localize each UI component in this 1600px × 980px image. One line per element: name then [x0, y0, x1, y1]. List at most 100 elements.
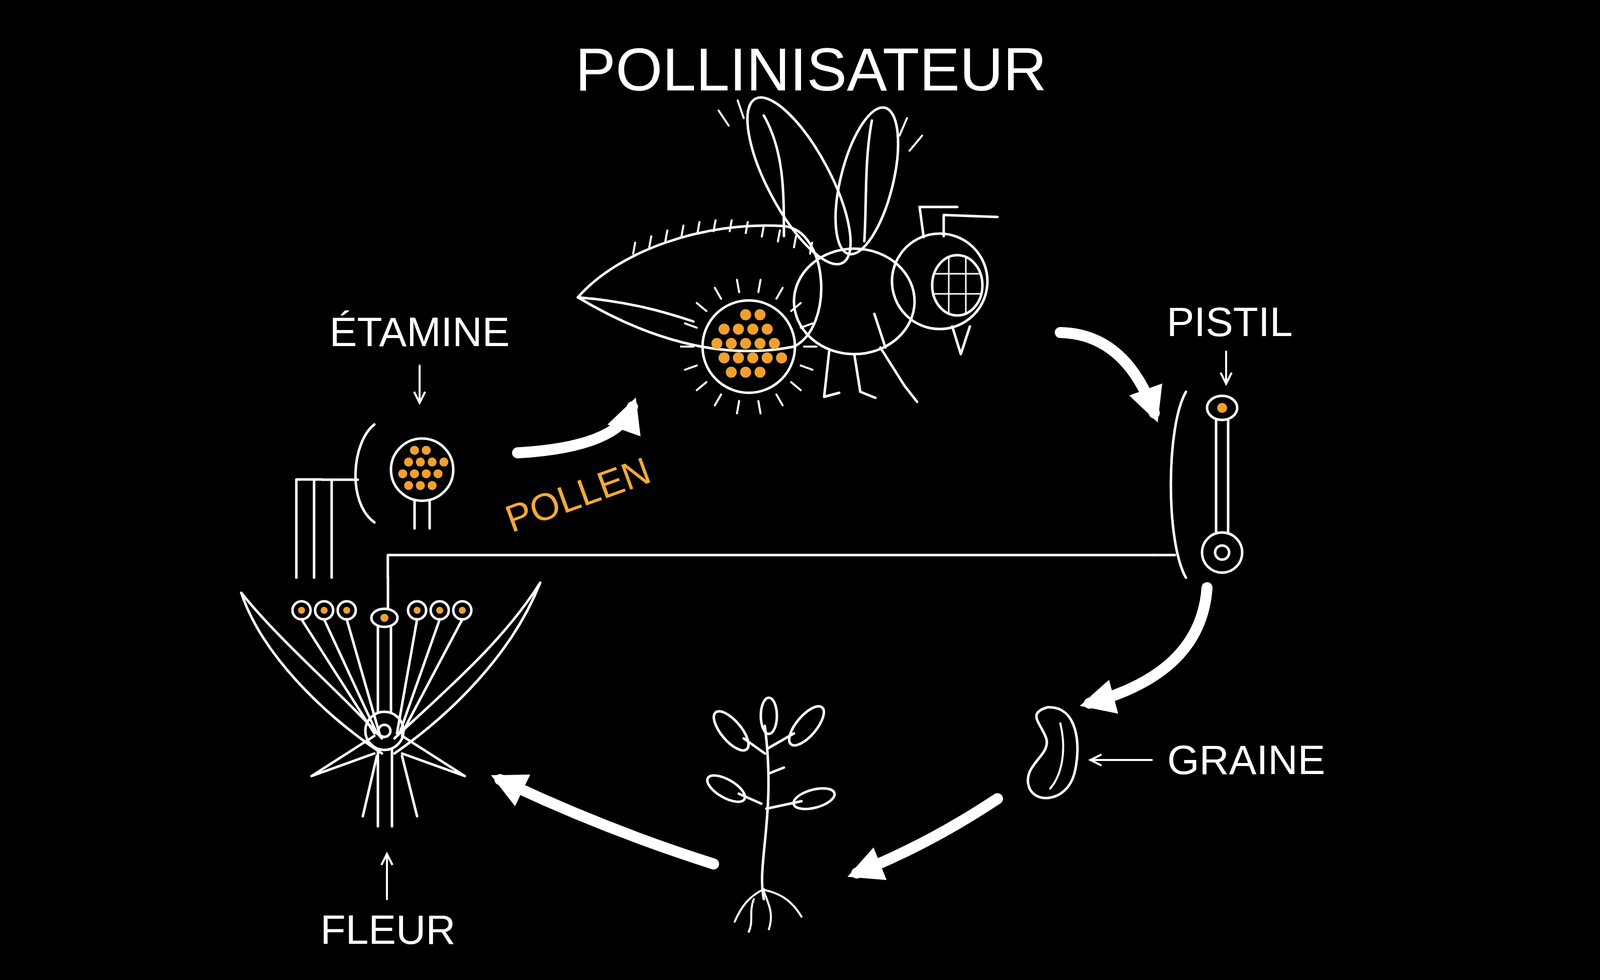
flower-drawing	[377, 627, 391, 713]
pistil-node: PISTIL	[1154, 301, 1306, 588]
flower-drawing	[337, 601, 356, 620]
pollen-rays	[810, 242, 813, 254]
part-label: GRAINE	[1167, 739, 1326, 781]
seedling-drawing	[708, 706, 755, 756]
bee-drawing	[823, 101, 911, 261]
zoom-line	[296, 479, 322, 578]
pollen-rays	[713, 220, 716, 232]
cycle-arrow	[517, 407, 633, 454]
pollen-grains	[416, 481, 426, 491]
pollen-grains	[761, 352, 773, 364]
pollen-grains	[740, 309, 752, 321]
cycle-arrow	[500, 779, 998, 874]
flower-drawing	[430, 601, 449, 620]
bee-drawing	[702, 300, 795, 393]
cycle-arrow	[1060, 332, 1155, 414]
pollen-grains	[458, 607, 466, 615]
pollen-grains	[320, 607, 328, 615]
pollen-grains	[740, 338, 752, 350]
stamen-node: ÉTAMINE	[321, 311, 518, 533]
pollen-grains	[404, 457, 414, 467]
pollen-rays	[776, 394, 783, 406]
seed-drawing	[1050, 723, 1064, 789]
pistil-drawing	[1225, 351, 1228, 383]
seedling-drawing	[703, 770, 750, 808]
pollen-grains	[427, 457, 437, 467]
stamen-drawing	[355, 424, 375, 523]
pollen-rays	[633, 220, 817, 414]
pollen-grains	[761, 323, 773, 335]
pollen-grains	[747, 323, 759, 335]
pollen-rays	[633, 242, 636, 254]
pistil-drawing	[1154, 554, 1175, 557]
stamen-drawing	[314, 479, 358, 578]
bee-drawing	[577, 225, 822, 352]
bee-drawing	[934, 257, 980, 314]
pollen-grains	[718, 352, 730, 364]
flower-drawing	[394, 582, 541, 754]
flower-drawing	[315, 601, 334, 620]
pollen-rays	[696, 382, 707, 391]
pollen-grains	[711, 338, 723, 350]
pistil-drawing	[1170, 391, 1186, 578]
pollen-grains	[439, 457, 449, 467]
pistil-drawing	[1202, 532, 1243, 573]
bee-drawing	[952, 326, 970, 355]
pollen-grains	[433, 469, 443, 479]
pollen-grains	[436, 607, 444, 615]
pollen-rays	[800, 323, 813, 329]
flower-drawing	[371, 609, 398, 628]
pollen-rays	[715, 394, 722, 406]
pollen-rays	[776, 287, 783, 299]
seedling-drawing	[783, 701, 830, 751]
flower-drawing	[385, 855, 388, 900]
flower-drawing	[311, 736, 465, 777]
pollen-grains	[718, 323, 730, 335]
pollen-grains	[416, 457, 426, 467]
pollen-grains	[421, 469, 431, 479]
pollen-rays	[737, 401, 740, 414]
pollen-rays	[758, 279, 761, 293]
pollen-grains	[768, 338, 780, 350]
pollen-grains	[775, 352, 787, 364]
flower-drawing	[378, 725, 391, 738]
seed-drawing	[1028, 707, 1152, 799]
pollen-grains	[733, 352, 745, 364]
flower-drawing	[377, 750, 392, 827]
pollen-rays	[790, 382, 801, 391]
pollen-grains	[297, 607, 306, 615]
flower-drawing	[241, 592, 382, 754]
edge-label: POLLEN	[495, 448, 660, 543]
cycle-arrow	[1089, 587, 1208, 704]
stamen-drawing	[314, 365, 454, 578]
zoom-line	[387, 555, 1155, 578]
bee-drawing	[763, 115, 784, 237]
stamen-drawing	[414, 501, 430, 529]
pollen-grains	[421, 445, 431, 455]
flower-drawing	[365, 712, 404, 751]
cycle-arrow	[500, 779, 714, 865]
bee-drawing	[718, 100, 923, 151]
pollen-grains	[754, 366, 766, 378]
flower-drawing	[292, 601, 311, 620]
pollen-grains	[410, 445, 420, 455]
pollen-rays	[777, 230, 780, 242]
pistil-drawing	[1154, 351, 1243, 578]
pollen-rays	[684, 323, 697, 329]
flower-drawing	[453, 601, 472, 620]
flower-drawing	[301, 619, 463, 734]
bee-drawing	[891, 233, 988, 330]
flower-drawing	[241, 577, 541, 900]
pollen-rays	[649, 236, 652, 248]
pollen-rays	[696, 303, 707, 312]
pollen-rays	[790, 303, 801, 312]
pollen-grains	[427, 481, 437, 491]
flower-drawing	[362, 756, 418, 817]
pollen-rays	[665, 230, 668, 242]
bee-drawing	[577, 297, 694, 322]
bee-drawing	[577, 84, 998, 403]
pollen-grains	[725, 338, 737, 350]
part-label: ÉTAMINE	[329, 311, 510, 353]
